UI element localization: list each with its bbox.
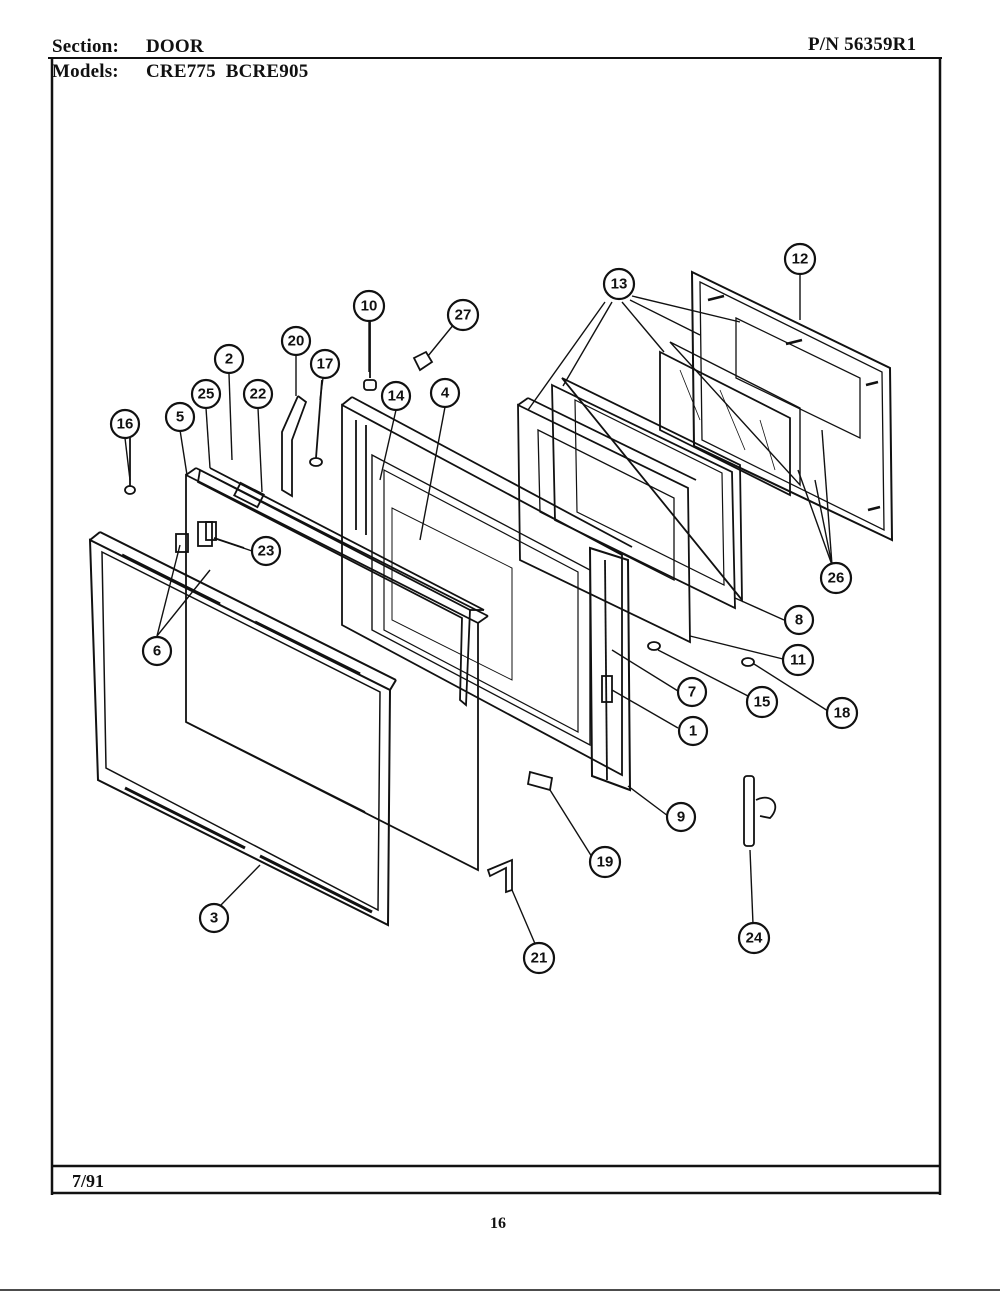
- models-value: CRE775 BCRE905: [146, 61, 309, 82]
- inner-door-liner: [690, 270, 894, 542]
- callout-label-20: 20: [288, 333, 305, 350]
- callout-7: 7: [676, 676, 708, 708]
- callout-label-5: 5: [176, 409, 184, 426]
- leader-lines: [124, 272, 833, 954]
- callout-8: 8: [783, 604, 815, 636]
- callout-label-10: 10: [361, 298, 378, 315]
- callout-label-1: 1: [689, 723, 697, 740]
- callout-label-2: 2: [225, 351, 233, 368]
- callout-10: 10: [352, 289, 386, 323]
- callout-15: 15: [745, 685, 779, 719]
- callout-label-9: 9: [677, 809, 685, 826]
- callout-27: 27: [446, 298, 480, 332]
- part-number: P/N 56359R1: [808, 34, 917, 55]
- models-label: Models:: [52, 61, 119, 82]
- callout-2: 2: [213, 343, 245, 375]
- callout-25: 25: [190, 378, 222, 410]
- callout-3: 3: [198, 902, 230, 934]
- callout-label-22: 22: [250, 386, 267, 403]
- callout-label-7: 7: [688, 684, 696, 701]
- callout-11: 11: [781, 643, 815, 677]
- callout-6: 6: [141, 635, 173, 667]
- callout-12: 12: [783, 242, 817, 276]
- callout-label-8: 8: [795, 612, 803, 629]
- callout-1: 1: [677, 715, 709, 747]
- revision-date: 7/91: [72, 1171, 105, 1191]
- callout-label-15: 15: [754, 694, 771, 711]
- outer-door-frame: [88, 531, 397, 927]
- section-value: DOOR: [146, 36, 204, 57]
- callout-24: 24: [737, 921, 771, 955]
- callout-22: 22: [242, 378, 274, 410]
- callout-label-18: 18: [834, 705, 851, 722]
- callout-14: 14: [380, 380, 412, 412]
- callout-label-26: 26: [828, 570, 845, 587]
- callout-5: 5: [164, 401, 196, 433]
- inner-glass-pack: [551, 377, 743, 610]
- top-trim-rail: [197, 467, 485, 707]
- callout-9: 9: [665, 801, 697, 833]
- section-label: Section:: [52, 36, 120, 57]
- callout-23: 23: [250, 535, 282, 567]
- glass-panel-front: [185, 467, 489, 872]
- callout-label-23: 23: [258, 543, 275, 560]
- callout-label-25: 25: [198, 386, 215, 403]
- callout-label-13: 13: [611, 276, 628, 293]
- inner-door-panel: [341, 396, 633, 792]
- callout-label-12: 12: [792, 251, 809, 268]
- callout-label-6: 6: [153, 643, 161, 660]
- callout-19: 19: [588, 845, 622, 879]
- callout-16: 16: [109, 408, 141, 440]
- callout-label-19: 19: [597, 854, 614, 871]
- callout-label-24: 24: [746, 930, 763, 947]
- callout-21: 21: [522, 941, 556, 975]
- glass-pane: [659, 341, 801, 497]
- page-number: 16: [490, 1215, 506, 1232]
- callout-label-17: 17: [317, 356, 334, 373]
- callout-label-27: 27: [455, 307, 472, 324]
- callout-18: 18: [825, 696, 859, 730]
- page-frame: [0, 57, 1000, 1291]
- callout-label-21: 21: [531, 950, 548, 967]
- callout-label-3: 3: [210, 910, 218, 927]
- callout-26: 26: [819, 561, 853, 595]
- callout-label-14: 14: [388, 388, 405, 405]
- callout-13: 13: [602, 267, 636, 301]
- callout-20: 20: [280, 325, 312, 357]
- callout-label-11: 11: [790, 652, 806, 669]
- callout-label-16: 16: [117, 416, 134, 433]
- callout-label-4: 4: [441, 385, 450, 402]
- callout-17: 17: [309, 348, 341, 380]
- callout-4: 4: [429, 377, 461, 409]
